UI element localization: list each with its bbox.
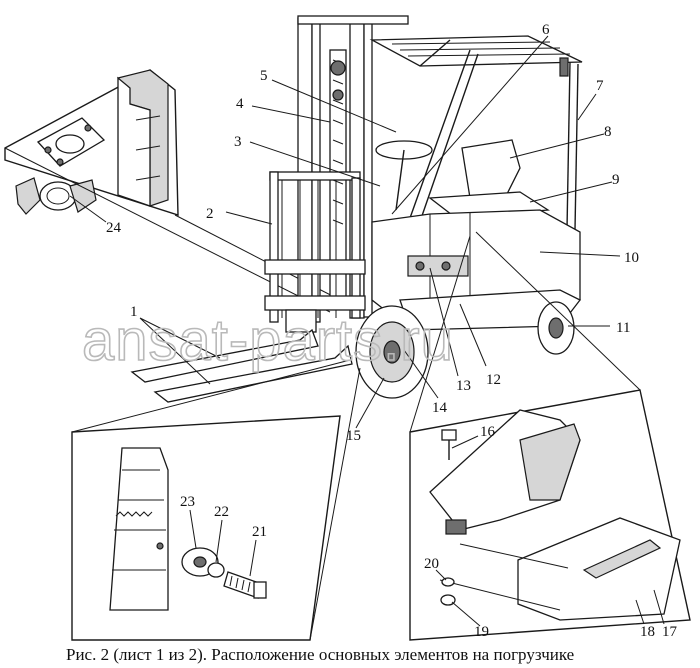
label-12: 12 bbox=[486, 372, 501, 388]
label-7: 7 bbox=[596, 78, 604, 94]
label-19: 19 bbox=[474, 624, 489, 640]
label-4: 4 bbox=[236, 96, 244, 112]
label-5: 5 bbox=[260, 68, 268, 84]
fork-carriage bbox=[264, 171, 366, 333]
label-24: 24 bbox=[106, 220, 122, 236]
inset-hood bbox=[409, 231, 691, 641]
label-1: 1 bbox=[130, 304, 138, 320]
part-labels: 1 2 3 4 5 6 7 8 9 10 11 12 13 14 15 16 1… bbox=[106, 22, 678, 640]
label-20: 20 bbox=[424, 556, 439, 572]
steering-wheel bbox=[375, 140, 433, 211]
figure-caption: Рис. 2 (лист 1 из 2). Расположение основ… bbox=[66, 645, 574, 664]
seat bbox=[428, 139, 550, 219]
label-17: 17 bbox=[662, 624, 678, 640]
label-15: 15 bbox=[346, 428, 361, 444]
label-13: 13 bbox=[456, 378, 471, 394]
rear-wheel bbox=[537, 301, 575, 355]
label-16: 16 bbox=[480, 424, 496, 440]
label-22: 22 bbox=[214, 504, 229, 520]
label-11: 11 bbox=[616, 320, 630, 336]
label-23: 23 bbox=[180, 494, 195, 510]
label-18: 18 bbox=[640, 624, 655, 640]
leader-lines bbox=[69, 35, 665, 627]
label-21: 21 bbox=[252, 524, 267, 540]
front-wheel bbox=[355, 305, 429, 399]
label-6: 6 bbox=[542, 22, 550, 38]
label-3: 3 bbox=[234, 134, 242, 150]
label-14: 14 bbox=[432, 400, 448, 416]
inset-fork-stopper bbox=[71, 359, 361, 641]
label-9: 9 bbox=[612, 172, 620, 188]
label-2: 2 bbox=[206, 206, 214, 222]
truck-body bbox=[371, 209, 581, 331]
watermark: ansat-parts.ru bbox=[82, 308, 454, 373]
label-10: 10 bbox=[624, 250, 639, 266]
inset-mast-roller bbox=[4, 69, 351, 313]
forks bbox=[130, 328, 353, 403]
label-8: 8 bbox=[604, 124, 612, 140]
